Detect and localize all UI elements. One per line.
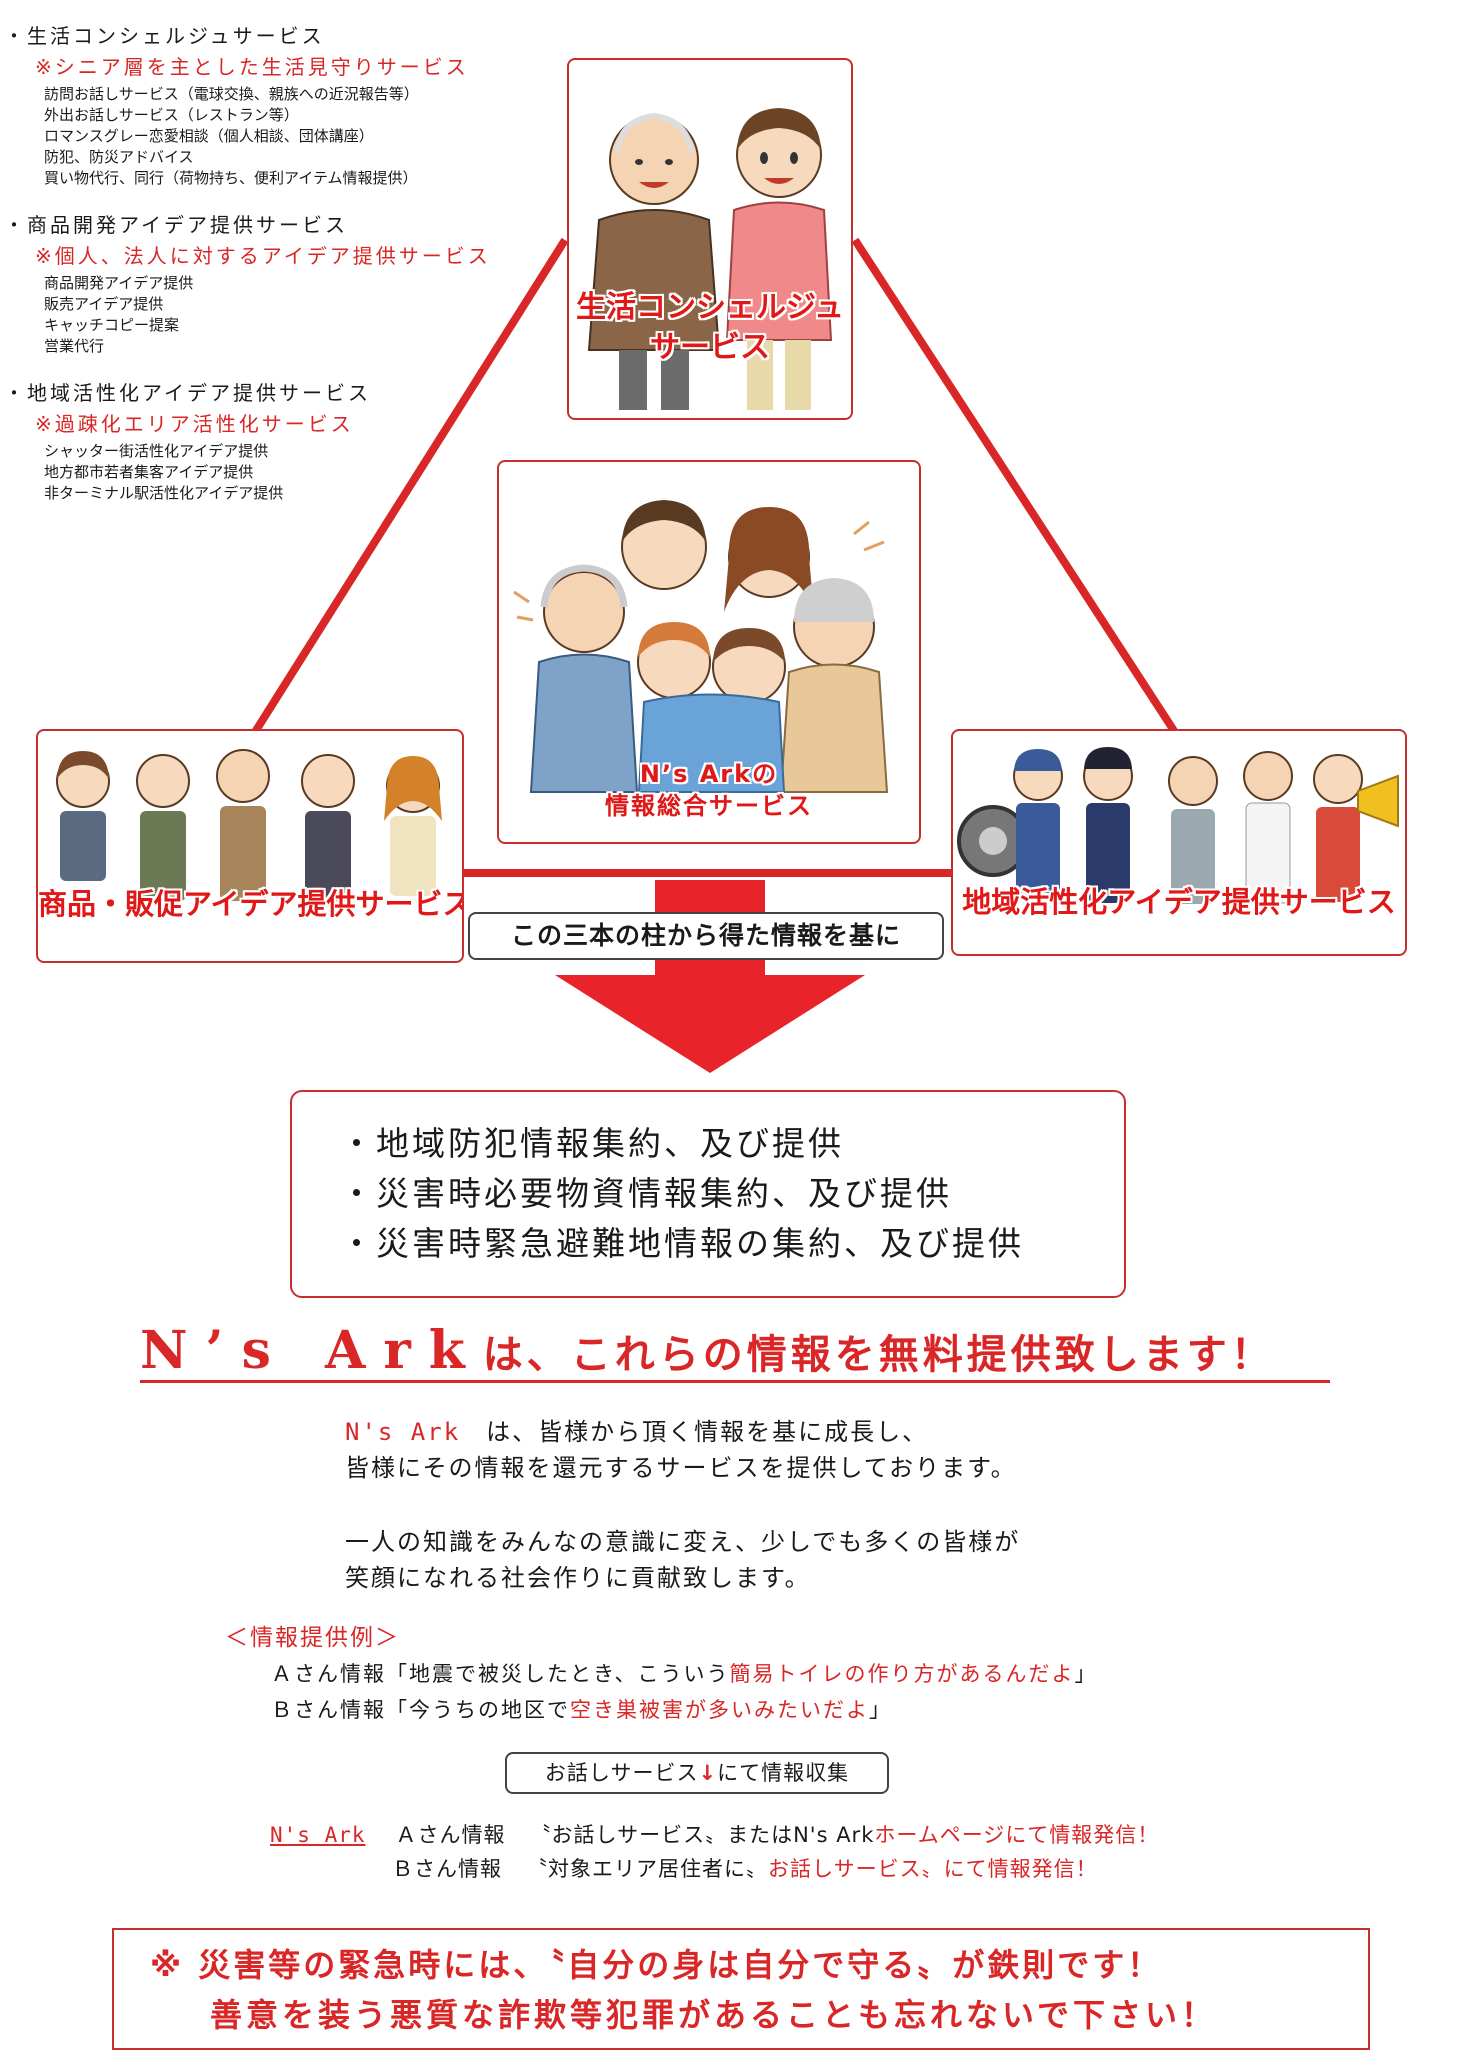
card-region-idea: 地域活性化アイデア提供サービス: [951, 729, 1407, 956]
service-heading-region: ・地域活性化アイデア提供サービス: [4, 381, 371, 405]
headline-brand: N’s Ark: [140, 1320, 483, 1381]
label-line: 生活コンシェルジュ: [576, 290, 844, 325]
list-item: 営業代行: [44, 337, 105, 355]
example-a-highlight: 簡易トイレの作り方があるんだよ: [729, 1662, 1075, 1686]
down-arrow-small-icon: ↓: [698, 1761, 718, 1785]
list-item: 訪問お話しサービス（電球交換、親族への近況報告等）: [44, 85, 419, 103]
warning-line-2: 善意を装う悪質な詐欺等犯罪があることも忘れないで下さい！: [210, 1996, 1218, 2034]
example-a: Ａさん情報「地震で被災したとき、こういう簡易トイレの作り方があるんだよ」: [271, 1658, 1098, 1688]
dispatch-a-text1: 〝お話しサービス〟またはN's Ark: [529, 1823, 875, 1847]
service-sub-concierge: ※シニア層を主とした生活見守りサービス: [35, 55, 469, 79]
service-heading-concierge: ・生活コンシェルジュサービス: [4, 24, 325, 48]
service-list: ・生活コンシェルジュサービス ※シニア層を主とした生活見守りサービス 訪問お話し…: [4, 20, 491, 504]
mission-line-1: N's Ark は、皆様から頂く情報を基に成長し、: [345, 1414, 1020, 1450]
collect-caption: お話しサービス↓にて情報収集: [505, 1752, 889, 1794]
workers-illustration-icon: [957, 747, 1399, 904]
info-line-crime: ・地域防犯情報集約、及び提供: [340, 1124, 844, 1163]
dispatch-b: Ｂさん情報〝対象エリア居住者に〟お話しサービス〟にて情報発信！: [392, 1852, 1159, 1886]
headline: N’s Arkは、これらの情報を無料提供致します！: [140, 1320, 1330, 1383]
list-item: 地方都市若者集客アイデア提供: [44, 463, 254, 481]
mission-line-1-text: は、皆様から頂く情報を基に成長し、: [486, 1418, 929, 1446]
dispatch-a-highlight: ホームページ: [874, 1823, 1006, 1847]
service-heading-product: ・商品開発アイデア提供サービス: [4, 213, 348, 237]
mission-text: N's Ark は、皆様から頂く情報を基に成長し、 皆様にその情報を還元するサー…: [345, 1414, 1020, 1596]
info-provision-box: ・地域防犯情報集約、及び提供 ・災害時必要物資情報集約、及び提供 ・災害時緊急避…: [290, 1090, 1126, 1298]
example-b-suffix: 」: [869, 1698, 892, 1722]
list-item: 防犯、防災アドバイス: [44, 148, 194, 166]
service-items-concierge: 訪問お話しサービス（電球交換、親族への近況報告等） 外出お話しサービス（レストラ…: [44, 84, 491, 189]
examples-section: ＜情報提供例＞ Ａさん情報「地震で被災したとき、こういう簡易トイレの作り方がある…: [225, 1618, 1098, 1724]
list-item: 非ターミナル駅活性化アイデア提供: [44, 484, 284, 502]
family-illustration-icon: [513, 500, 889, 793]
list-item: ロマンスグレー恋愛相談（個人相談、団体講座）: [44, 127, 374, 145]
examples-title: ＜情報提供例＞: [225, 1625, 400, 1651]
collect-before: お話しサービス: [544, 1761, 699, 1785]
card-region-idea-label: 地域活性化アイデア提供サービス: [962, 885, 1396, 919]
line-top-left: [246, 237, 569, 743]
collect-after: にて情報収集: [717, 1761, 850, 1785]
card-product-idea: 商品・販促アイデア提供サービス: [36, 729, 464, 963]
info-line-evacuation: ・災害時緊急避難地情報の集約、及び提供: [340, 1224, 1024, 1263]
dispatch-b-text1: 〝対象エリア居住者に〟: [526, 1857, 768, 1881]
label-line: サービス: [650, 330, 770, 365]
example-b-highlight: 空き巣被害が多いみたいだよ: [570, 1698, 869, 1722]
dispatch-a-name: Ａさん情報: [395, 1823, 506, 1847]
service-sub-product: ※個人、法人に対するアイデア提供サービス: [35, 244, 491, 268]
card-life-concierge-label: 生活コンシェルジュ サービス: [569, 288, 851, 368]
example-b: Ｂさん情報「今うちの地区で空き巣被害が多いみたいだよ」: [271, 1694, 1098, 1724]
list-item: シャッター街活性化アイデア提供: [44, 442, 269, 460]
mission-line-3: 一人の知識をみんなの意識に変え、少しでも多くの皆様が: [345, 1528, 1021, 1556]
dispatch-b-text2: 〟にて情報発信！: [921, 1857, 1098, 1881]
headline-text: は、これらの情報を無料提供致します！: [482, 1332, 1275, 1378]
example-a-prefix: Ａさん情報「地震で被災したとき、こういう: [271, 1662, 730, 1686]
mission-line-2: 皆様にその情報を還元するサービスを提供しております。: [345, 1454, 1017, 1482]
list-item: 販売アイデア提供: [44, 295, 164, 313]
service-items-product: 商品開発アイデア提供 販売アイデア提供 キャッチコピー提案 営業代行: [44, 273, 491, 357]
dispatch-brand: N's Ark: [270, 1823, 366, 1847]
card-info-service-label: N’s Arkの 情報総合サービス: [499, 758, 919, 822]
dispatch-a-text2: にて情報発信！: [1005, 1823, 1160, 1847]
warning-line-1: ※ 災害等の緊急時には、〝自分の身は自分で守る〟が鉄則です！: [150, 1946, 1163, 1984]
card-product-idea-label: 商品・販促アイデア提供サービス: [38, 887, 464, 921]
example-a-suffix: 」: [1074, 1662, 1098, 1686]
mission-line-4: 笑顔になれる社会作りに貢献致します。: [345, 1564, 811, 1592]
service-sub-region: ※過疎化エリア活性化サービス: [35, 412, 354, 436]
info-line-supplies: ・災害時必要物資情報集約、及び提供: [340, 1174, 952, 1213]
list-item: 買い物代行、同行（荷物持ち、便利アイテム情報提供）: [44, 169, 418, 187]
list-item: キャッチコピー提案: [44, 316, 180, 334]
list-item: 外出お話しサービス（レストラン等）: [44, 106, 299, 124]
list-item: 商品開発アイデア提供: [44, 274, 194, 292]
card-life-concierge: 生活コンシェルジュ サービス: [567, 58, 853, 420]
warning-box: ※ 災害等の緊急時には、〝自分の身は自分で守る〟が鉄則です！ 善意を装う悪質な詐…: [112, 1928, 1370, 2050]
triangle-diagram-lines: [246, 237, 1184, 1073]
label-line: 情報総合サービス: [605, 792, 813, 820]
down-arrow-icon: [555, 880, 865, 1073]
card-info-service: N’s Arkの 情報総合サービス: [497, 460, 921, 844]
brand-name: N's Ark: [345, 1418, 461, 1446]
label-line: N’s Arkの: [639, 760, 779, 788]
business-people-illustration-icon: [56, 749, 442, 901]
example-b-prefix: Ｂさん情報「今うちの地区で: [271, 1698, 570, 1722]
seniors-illustration-icon: [587, 108, 833, 410]
dispatch-b-highlight: お話しサービス: [768, 1857, 922, 1881]
dispatch-b-name: Ｂさん情報: [392, 1857, 502, 1881]
line-top-right: [851, 237, 1184, 743]
service-items-region: シャッター街活性化アイデア提供 地方都市若者集客アイデア提供 非ターミナル駅活性…: [44, 441, 491, 504]
basis-caption: この三本の柱から得た情報を基に: [468, 912, 944, 960]
dispatch-section: N's Ark Ａさん情報〝お話しサービス〟またはN's Arkホームページにて情…: [270, 1818, 1159, 1886]
dispatch-a: N's Ark Ａさん情報〝お話しサービス〟またはN's Arkホームページにて情…: [270, 1818, 1159, 1852]
